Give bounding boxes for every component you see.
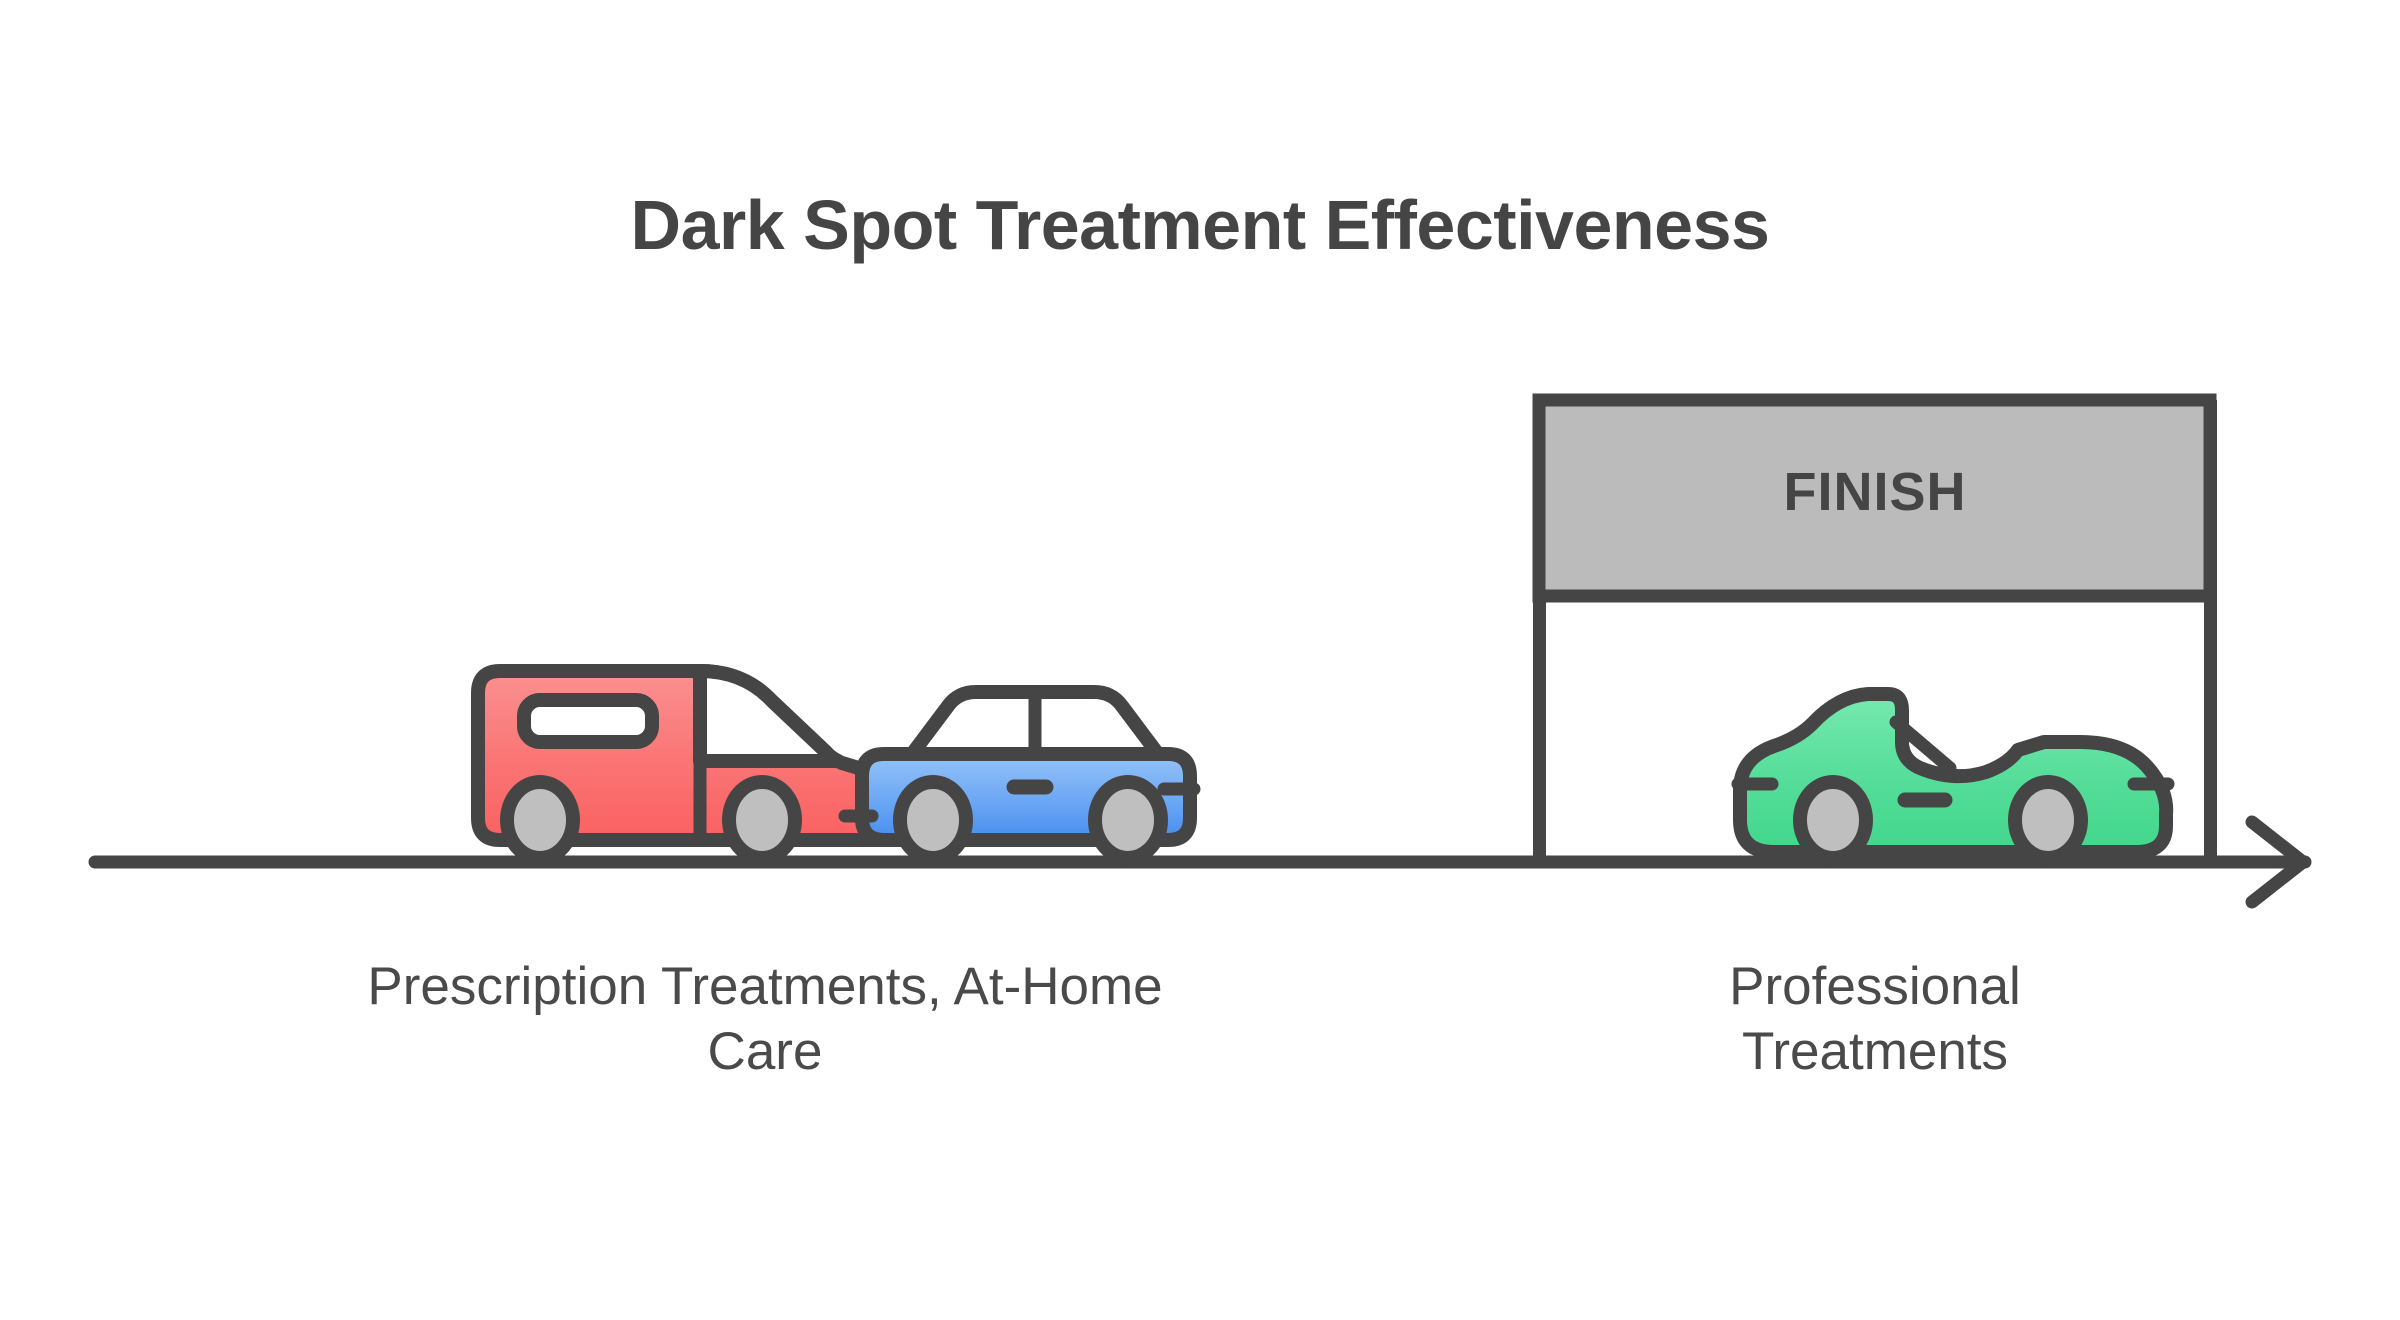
blue-sedan-icon <box>838 685 1201 865</box>
category-label-left-line1: Prescription Treatments, At-Home <box>367 957 1163 1016</box>
axis-arrow-icon <box>2245 815 2310 909</box>
red-van-windshield <box>693 664 845 768</box>
finish-banner-label: FINISH <box>1783 462 1967 522</box>
page-title: Dark Spot Treatment Effectiveness <box>630 186 1770 264</box>
axis-line-group <box>88 815 2312 909</box>
green-convertible-windshield <box>1889 715 1957 775</box>
green-convertible-rear-wheel <box>1793 775 1873 865</box>
blue-sedan-front-wheel <box>1088 775 1168 865</box>
category-label-right-line1: Professional <box>1729 957 2021 1016</box>
red-van-icon <box>471 664 922 865</box>
red-van-side-window <box>517 693 659 749</box>
category-label-right-line2: Treatments <box>1741 1021 2009 1081</box>
red-van-rear-wheel <box>500 775 580 865</box>
green-convertible-icon <box>1731 687 2175 865</box>
green-convertible-front-wheel <box>2008 775 2088 865</box>
blue-sedan-rear-wheel <box>893 775 973 865</box>
red-van-front-wheel <box>722 775 802 865</box>
category-label-right: Professional Treatments <box>1545 955 2205 1084</box>
category-label-left-line2: Care <box>707 1021 823 1081</box>
finish-banner <box>1532 393 2217 603</box>
finish-gate <box>1532 393 2217 862</box>
category-label-left: Prescription Treatments, At-Home Care <box>140 955 1390 1084</box>
